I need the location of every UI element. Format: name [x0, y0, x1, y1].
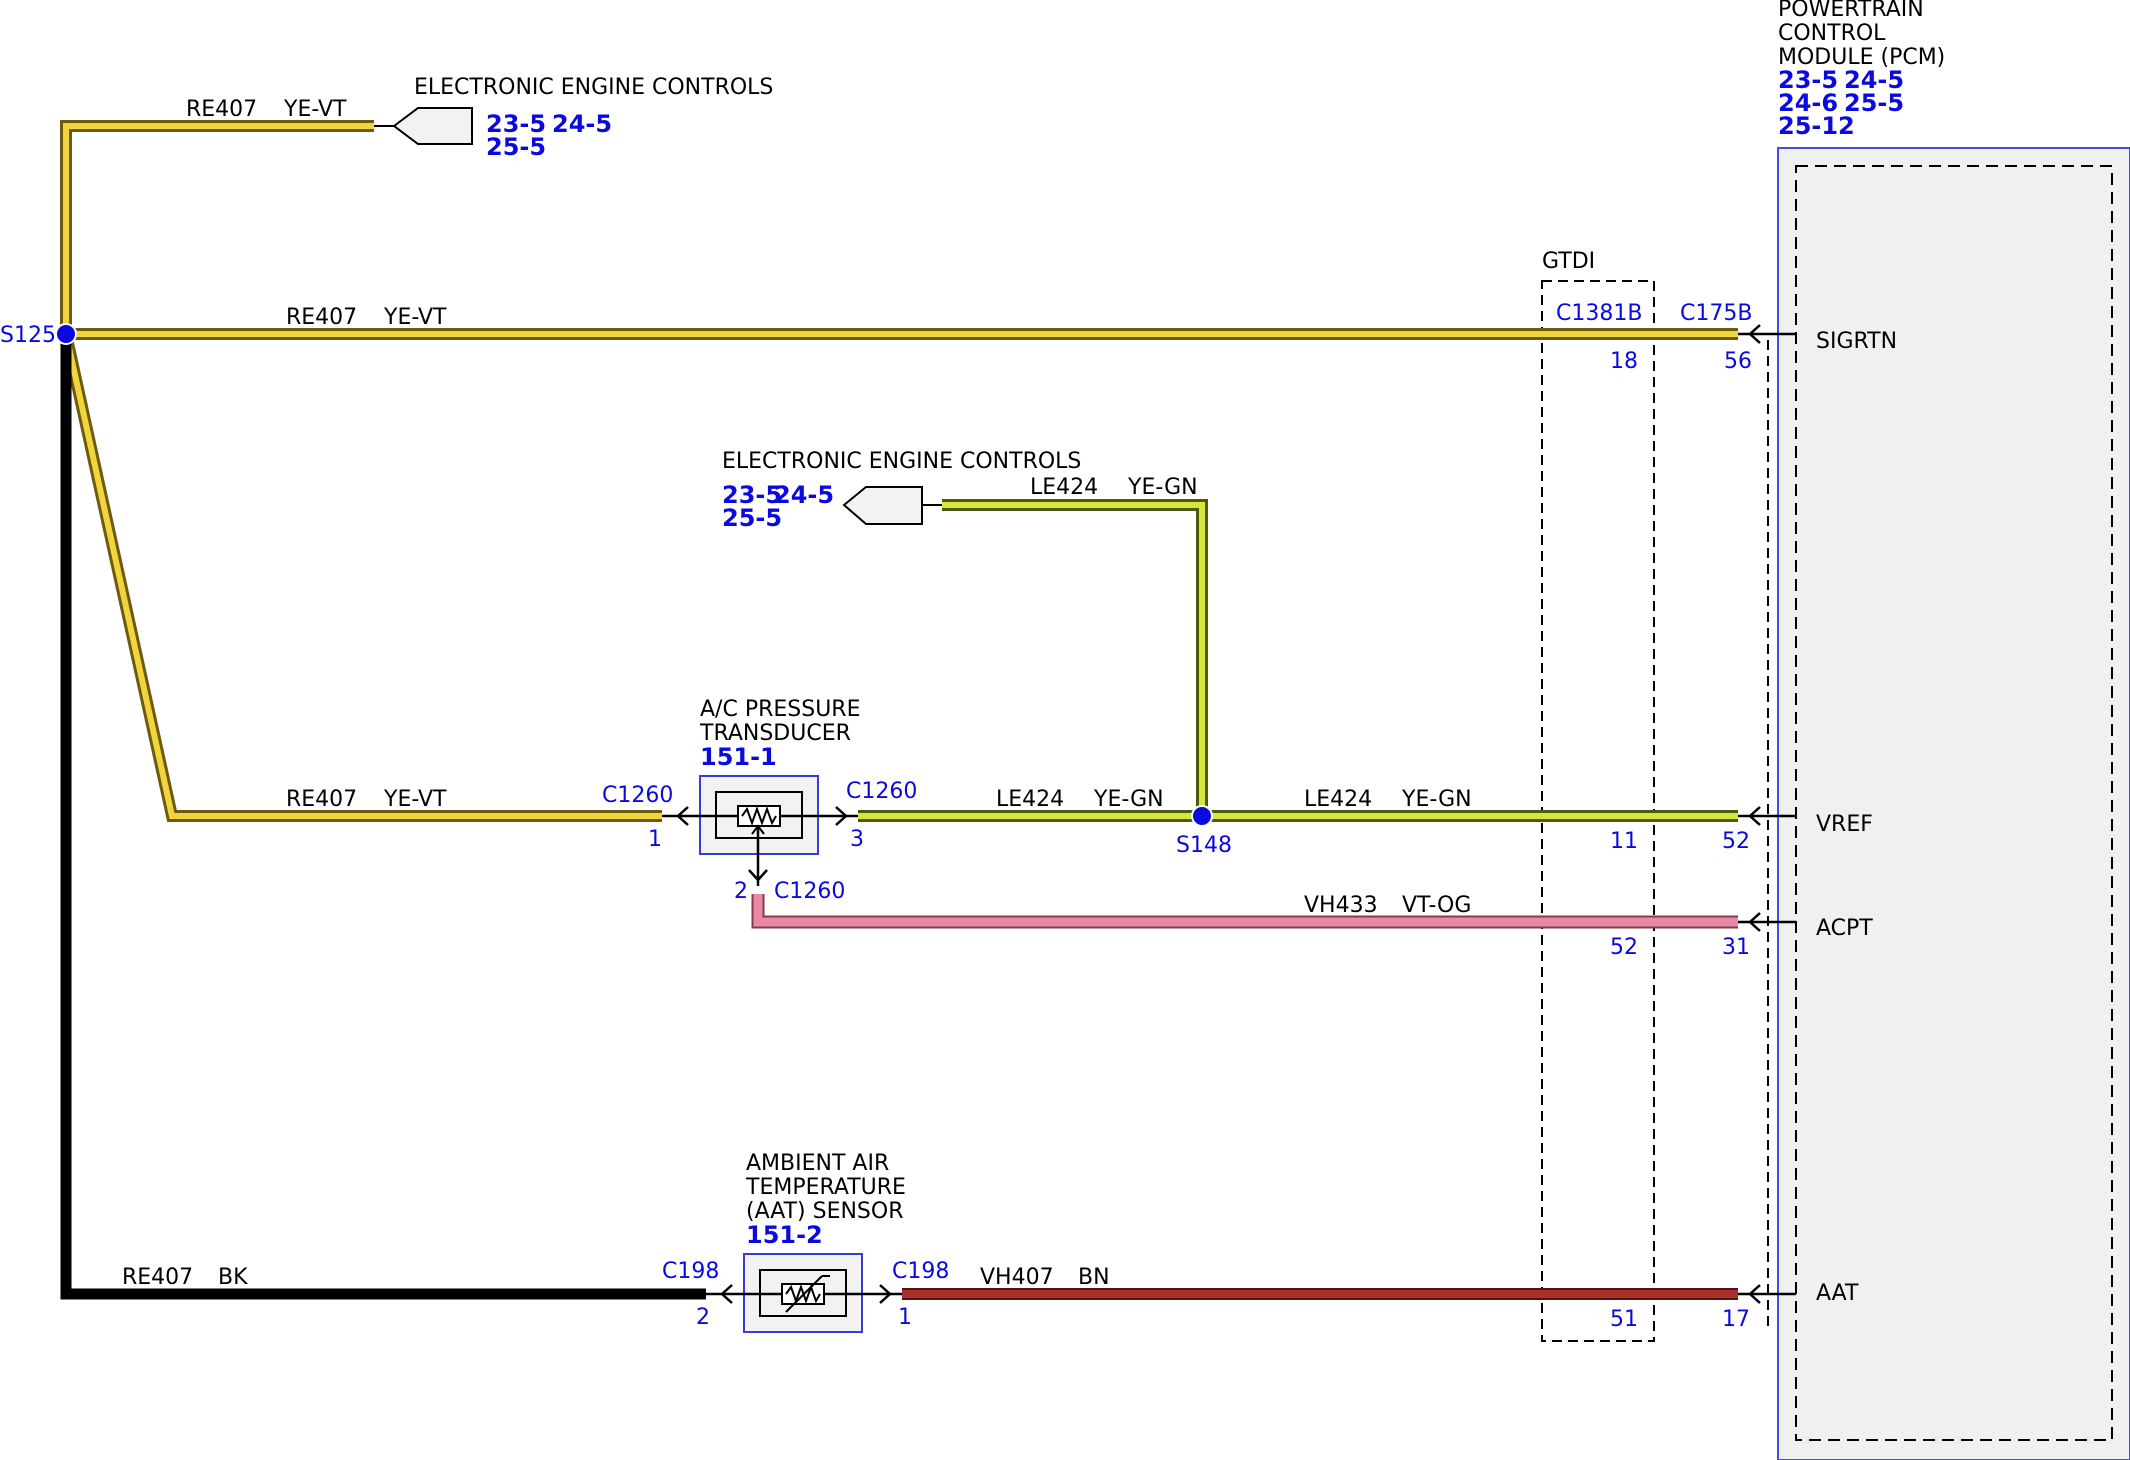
wire-re407-trans-circuit: RE407 [286, 787, 357, 812]
pin-transducer-2: 2 [734, 879, 748, 904]
eec-mid-ref-2[interactable]: 24-5 [774, 481, 834, 509]
splice-s148-label: S148 [1176, 833, 1232, 858]
eec-mid-ref-3[interactable]: 25-5 [722, 504, 782, 532]
eec-mid-title: ELECTRONIC ENGINE CONTROLS [722, 449, 1081, 474]
pin-c1381b-aat: 51 [1610, 1307, 1638, 1332]
wire-re407-bk[interactable] [60, 334, 706, 1300]
gtdi-label: GTDI [1542, 249, 1595, 274]
wire-re407-trans-color: YE-VT [383, 787, 447, 812]
wire-le424-a-circuit: LE424 [996, 787, 1064, 812]
wire-le424-a-color: YE-GN [1093, 787, 1164, 812]
pcm-pin-aat: AAT [1816, 1281, 1859, 1306]
aat-title-3: (AAT) SENSOR [746, 1199, 904, 1224]
pcm-pin-vref: VREF [1816, 812, 1873, 837]
splice-s125-label: S125 [0, 323, 56, 348]
wire-re407-top[interactable] [60, 120, 374, 334]
wire-vh433[interactable] [751, 894, 1738, 929]
pin-c175b-sigrtn: 56 [1724, 349, 1752, 374]
eec-top-ref-2[interactable]: 24-5 [552, 110, 612, 138]
transducer-ref[interactable]: 151-1 [700, 743, 777, 771]
pcm-pin-sigrtn: SIGRTN [1816, 329, 1897, 354]
connector-c198-right: C198 [892, 1259, 949, 1284]
eec-top-connector[interactable] [374, 107, 473, 145]
pin-c1381b-vref: 11 [1610, 829, 1638, 854]
eec-mid-connector-symbol [842, 486, 923, 525]
aat-ref[interactable]: 151-2 [746, 1221, 823, 1249]
pcm-title-line3: MODULE (PCM) [1778, 45, 1945, 70]
transducer-title-1: A/C PRESSURE [700, 697, 861, 722]
wire-sigrtn-color: YE-VT [383, 305, 447, 330]
connector-c198-left: C198 [662, 1259, 719, 1284]
connector-c1260-right: C1260 [846, 779, 917, 804]
wire-le424-vert-circuit: LE424 [1030, 475, 1098, 500]
pcm-ref-4[interactable]: 25-5 [1844, 89, 1904, 117]
wire-top-circuit: RE407 [186, 97, 257, 122]
wire-vh433-color: VT-OG [1402, 893, 1471, 918]
pcm-module: POWERTRAIN CONTROL MODULE (PCM) 23-5 24-… [1777, 0, 2130, 1460]
pcm-inner-boundary [1795, 165, 2113, 1441]
pin-c175b-acpt: 31 [1722, 935, 1750, 960]
aat-title-1: AMBIENT AIR [746, 1151, 889, 1176]
wire-le424-vert-color: YE-GN [1127, 475, 1198, 500]
pcm-ref-1[interactable]: 23-5 [1778, 66, 1838, 94]
eec-mid-ref-1[interactable]: 23-5 [722, 481, 782, 509]
wire-sigrtn-circuit: RE407 [286, 305, 357, 330]
wire-vh407-color: BN [1078, 1265, 1110, 1290]
wire-vh433-circuit: VH433 [1304, 893, 1378, 918]
gtdi-boundary: GTDI [1541, 249, 1655, 1342]
pcm-title-line1: POWERTRAIN [1778, 0, 1924, 22]
eec-top-title: ELECTRONIC ENGINE CONTROLS [414, 75, 773, 100]
eec-top-connector-symbol [392, 107, 473, 145]
eec-top-ref-3[interactable]: 25-5 [486, 133, 546, 161]
pin-aat-2: 2 [696, 1305, 710, 1330]
splice-s125[interactable] [55, 323, 77, 345]
wire-re407-transducer[interactable] [60, 332, 662, 822]
connector-c1260-bottom: C1260 [774, 879, 845, 904]
aat-sensor[interactable] [706, 1253, 902, 1333]
pin-c1381b-acpt: 52 [1610, 935, 1638, 960]
pcm-ref-3[interactable]: 24-6 [1778, 89, 1838, 117]
pcm-pin-arrows [1738, 324, 1796, 1304]
eec-top-ref-1[interactable]: 23-5 [486, 110, 546, 138]
wire-le424-vertical[interactable] [942, 499, 1208, 816]
connector-c175b: C175B [1680, 301, 1752, 326]
connector-c1260-left: C1260 [602, 783, 673, 808]
eec-mid-connector[interactable] [842, 486, 942, 525]
pcm-ref-5[interactable]: 25-12 [1778, 112, 1855, 140]
pcm-pin-acpt: ACPT [1816, 916, 1873, 941]
ac-pressure-transducer[interactable] [662, 775, 858, 886]
connector-c1381b: C1381B [1556, 301, 1642, 326]
pin-c1381b-sigrtn: 18 [1610, 349, 1638, 374]
pin-transducer-1: 1 [648, 827, 662, 852]
wire-re407-bk-color: BK [218, 1265, 248, 1290]
pin-c175b-vref: 52 [1722, 829, 1750, 854]
transducer-title-2: TRANSDUCER [699, 721, 851, 746]
wire-top-color: YE-VT [283, 97, 347, 122]
wire-re407-bk-circuit: RE407 [122, 1265, 193, 1290]
pin-c175b-aat: 17 [1722, 1307, 1750, 1332]
pcm-title-line2: CONTROL [1778, 21, 1886, 46]
wire-le424-b-color: YE-GN [1401, 787, 1472, 812]
aat-title-2: TEMPERATURE [745, 1175, 906, 1200]
pin-transducer-3: 3 [850, 827, 864, 852]
pcm-module-box [1777, 147, 2130, 1460]
pcm-ref-2[interactable]: 24-5 [1844, 66, 1904, 94]
splice-s148[interactable] [1191, 805, 1213, 827]
wire-le424-b-circuit: LE424 [1304, 787, 1372, 812]
wire-vh407-circuit: VH407 [980, 1265, 1054, 1290]
pin-aat-1: 1 [898, 1305, 912, 1330]
